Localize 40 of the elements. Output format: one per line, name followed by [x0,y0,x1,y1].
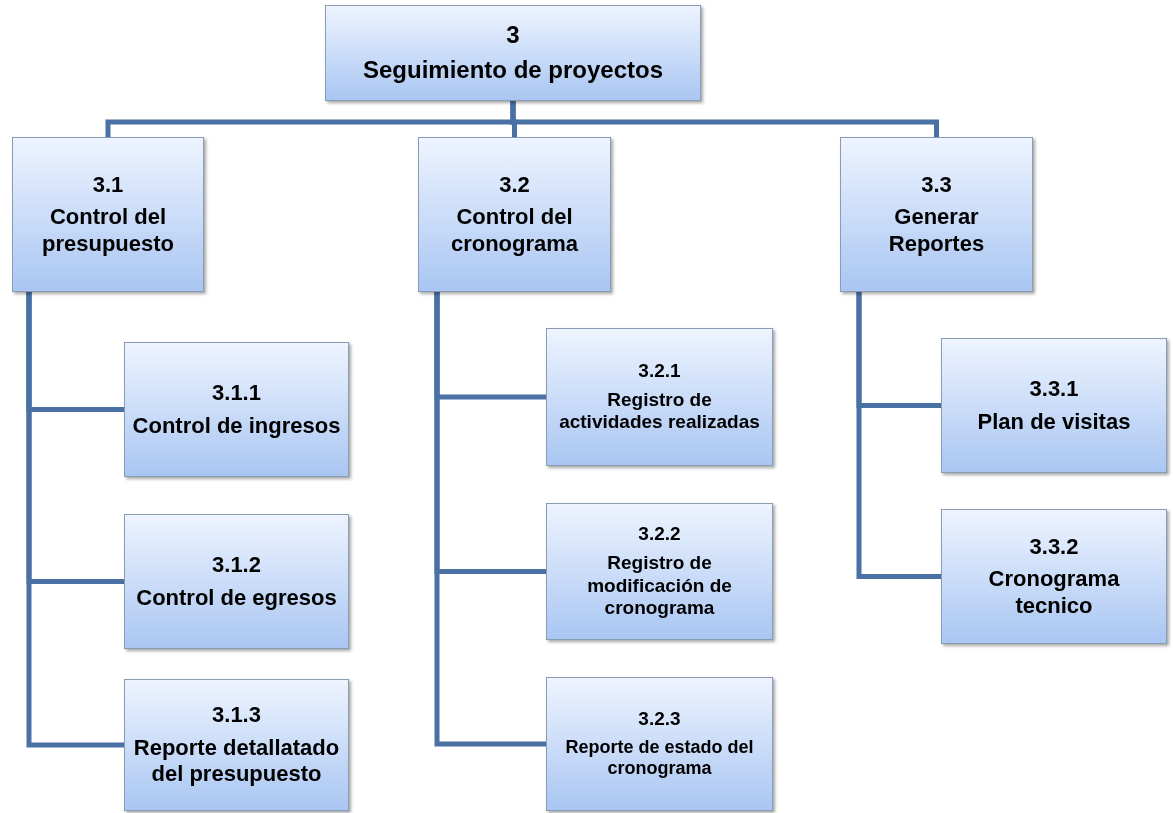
process-box [546,328,773,466]
node-title: Reporte de estado del cronograma [564,736,755,780]
process-box [840,137,1033,292]
process-box [325,5,701,101]
node-number: 3.2.3 [638,708,681,731]
process-box [124,514,349,649]
node-title: Generar Reportes [887,204,986,258]
process-box [941,338,1167,473]
process-box [546,677,773,811]
connector-line [434,292,546,747]
node-title: Cronograma tecnico [987,566,1121,620]
node-number: 3.1.3 [212,702,261,729]
node-title: Plan de visitas [977,408,1131,435]
node-title: Registro de modificación de cronograma [586,551,733,621]
process-box [124,342,349,477]
node-number: 3.2 [499,171,530,199]
node-title: Control de egresos [136,584,337,611]
connector-line [856,292,941,579]
connector-line [26,292,124,748]
node-title: Control del cronograma [449,204,580,258]
node-title: Reporte detallatado del presupuesto [132,734,341,788]
connector-line [510,101,939,137]
process-box [12,137,204,292]
process-box [941,509,1167,644]
node-number: 3.2.1 [638,359,681,383]
node-number: 3.3 [921,171,952,199]
node-number: 3 [506,21,520,50]
node-number: 3.1.1 [212,380,261,407]
node-title: Registro de actividades realizadas [558,388,761,435]
node-number: 3.1 [92,171,124,199]
node-number: 3.3.2 [1029,533,1079,561]
node-number: 3.1.2 [212,552,261,579]
node-number: 3.3.1 [1029,376,1079,403]
node-title: Control del presupuesto [41,204,175,258]
node-title: Control de ingresos [132,412,341,439]
process-box [546,503,773,640]
node-title: Seguimiento de proyectos [362,56,664,85]
process-box [418,137,611,292]
process-box [124,679,349,811]
node-number: 3.2.2 [638,522,681,546]
